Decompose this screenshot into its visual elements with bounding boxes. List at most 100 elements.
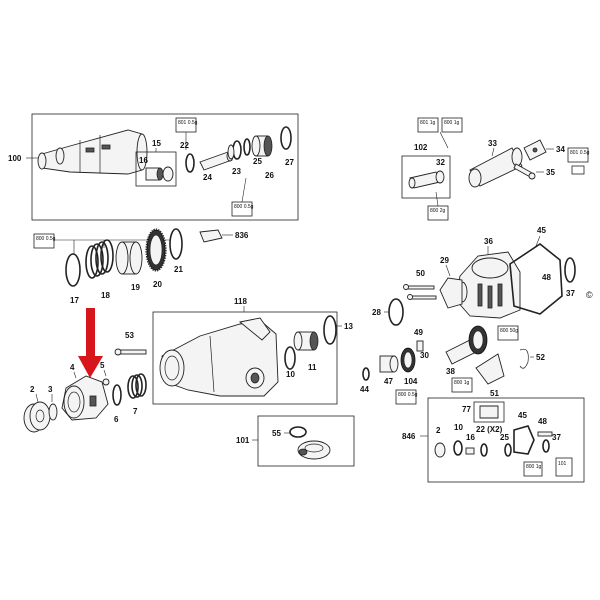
ring-6 — [112, 384, 122, 406]
grease-tag-800-b: 800 1g — [441, 117, 463, 133]
grease-tag-800-g: 800 1g — [451, 377, 473, 393]
gear-104 — [400, 347, 416, 373]
grease-tag-801-c: 801 0.5g — [567, 147, 590, 163]
label-34: 34 — [556, 145, 565, 154]
label-17: 17 — [70, 296, 79, 305]
clip-52 — [519, 348, 529, 369]
label-27: 27 — [285, 158, 294, 167]
label-13: 13 — [344, 322, 353, 331]
copyright-mark: © — [586, 290, 593, 300]
label-51: 51 — [490, 389, 499, 398]
label-10b: 10 — [454, 423, 463, 432]
spring-18 — [85, 239, 114, 279]
label-23: 23 — [232, 167, 241, 176]
label-25b: 25 — [500, 433, 509, 442]
label-4: 4 — [70, 363, 75, 372]
gasket-45b — [513, 425, 535, 455]
ring-13 — [323, 315, 337, 345]
label-19: 19 — [131, 283, 140, 292]
piston-26 — [251, 135, 273, 157]
pin-48b — [537, 431, 553, 437]
ring-25 — [243, 138, 251, 156]
housing-118-group: 118 10 11 13 53 — [114, 297, 353, 405]
label-16: 16 — [139, 156, 148, 165]
ring-37b — [542, 439, 550, 453]
grease-tag-801-b: 801 1g — [417, 117, 439, 133]
label-37b: 37 — [552, 433, 561, 442]
label-53: 53 — [125, 331, 134, 340]
assembly-101-group: 101 55 — [236, 415, 355, 467]
label-100: 100 — [8, 154, 22, 163]
grease-tag-800-d: 800 0.5g — [33, 233, 56, 249]
ball-5 — [102, 378, 110, 386]
ring-10b — [453, 440, 463, 456]
label-28: 28 — [372, 308, 381, 317]
subbox-846 — [427, 397, 585, 483]
grease-tag-801-a: 801 0.5g — [175, 117, 198, 133]
ring-28 — [388, 298, 404, 326]
washer-3 — [48, 403, 58, 421]
grease-tag-text: 800 1g — [444, 120, 460, 126]
assembly-102-group: 801 1g 800 1g 102 32 800 2g 33 — [401, 117, 590, 221]
chuck-shaft-32 — [408, 170, 445, 189]
grease-tag-text: 101 — [558, 461, 567, 467]
grease-tag-101: 101 — [555, 457, 573, 477]
bolts-50 — [403, 284, 437, 300]
label-10a: 10 — [286, 370, 295, 379]
highlight-arrow — [78, 308, 103, 378]
grease-tag-text: 800 0.5g — [234, 204, 254, 210]
label-47: 47 — [384, 377, 393, 386]
small-part-tag — [571, 165, 585, 175]
dust-cap-2 — [23, 401, 51, 433]
label-45a: 45 — [537, 226, 546, 235]
crank-group: 36 45 48 37 29 50 28 — [360, 226, 576, 405]
shaft-30 — [445, 325, 488, 365]
grease-tag-text: 801 1g — [420, 120, 436, 126]
label-77: 77 — [462, 405, 471, 414]
grease-tag-800-e: 800 50g — [497, 325, 519, 341]
label-5: 5 — [100, 361, 105, 370]
label-24: 24 — [203, 173, 212, 182]
label-836: 836 — [235, 231, 249, 240]
label-26: 26 — [265, 171, 274, 180]
pin-35 — [513, 163, 536, 180]
label-37a: 37 — [566, 289, 575, 298]
gear-row-group: 800 0.5g 17 18 19 20 21 — [33, 228, 249, 305]
plate-77 — [479, 405, 499, 419]
ring-27 — [280, 126, 292, 150]
label-35: 35 — [546, 168, 555, 177]
gear-20 — [145, 228, 167, 272]
sleeve-19 — [115, 241, 143, 275]
label-16b: 16 — [466, 433, 475, 442]
ring-17 — [65, 253, 81, 287]
label-20: 20 — [153, 280, 162, 289]
label-44: 44 — [360, 385, 369, 394]
cap-101 — [297, 440, 331, 460]
label-3: 3 — [48, 385, 53, 394]
bracket-51 — [475, 353, 505, 385]
subbox-102 — [401, 155, 451, 199]
label-45b: 45 — [518, 411, 527, 420]
grease-tag-text: 800 50g — [500, 328, 518, 334]
label-33: 33 — [488, 139, 497, 148]
label-32: 32 — [436, 158, 445, 167]
grease-tag-text: 801 0.5g — [570, 150, 590, 156]
label-11: 11 — [308, 363, 317, 372]
label-48b: 48 — [538, 417, 547, 426]
ring-22b — [480, 443, 488, 457]
clip-836 — [199, 229, 223, 243]
label-36: 36 — [484, 237, 493, 246]
grease-tag-text: 800 0.5g — [36, 236, 56, 242]
subbox-101 — [257, 415, 355, 467]
label-48a: 48 — [542, 273, 551, 282]
bearing-16b — [465, 447, 475, 455]
label-29: 29 — [440, 256, 449, 265]
plate-29 — [439, 277, 463, 309]
label-30: 30 — [420, 351, 429, 360]
assembly-100-frame — [31, 113, 299, 221]
gear-housing — [159, 317, 279, 397]
label-50: 50 — [416, 269, 425, 278]
label-38: 38 — [446, 367, 455, 376]
ring-55 — [289, 426, 307, 438]
